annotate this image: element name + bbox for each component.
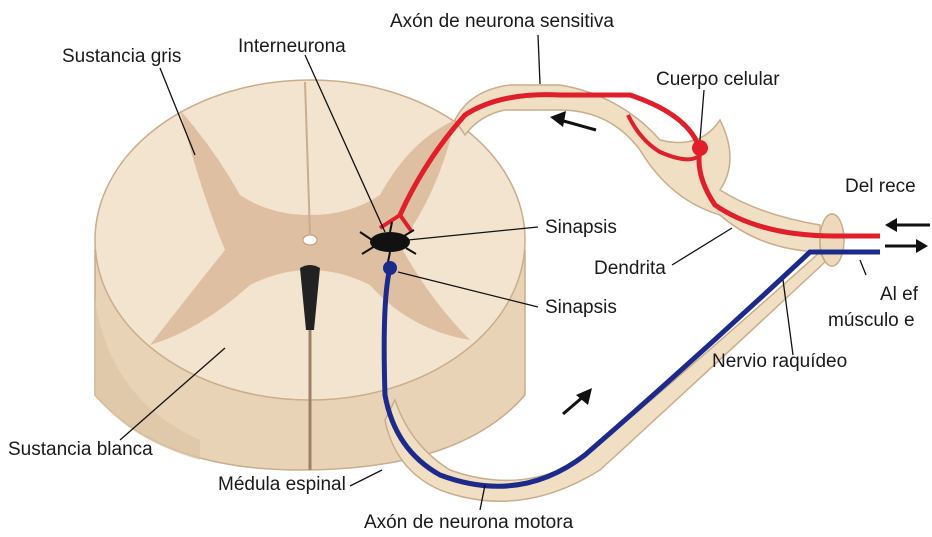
label-medula-espinal: Médula espinal	[218, 475, 346, 494]
label-musculo: músculo e	[828, 311, 915, 330]
cell-body	[692, 140, 708, 156]
label-sustancia-gris: Sustancia gris	[62, 47, 181, 66]
label-al-efector: Al ef	[880, 285, 918, 304]
label-interneurona: Interneurona	[238, 37, 346, 56]
label-sinapsis-top: Sinapsis	[545, 218, 617, 237]
arrow-to-effector-icon	[885, 239, 928, 253]
label-sinapsis-bottom: Sinapsis	[545, 298, 617, 317]
label-nervio-raquideo: Nervio raquídeo	[712, 352, 847, 371]
direction-arrow-motor-icon	[563, 388, 592, 414]
arrow-from-receptor-icon	[885, 218, 930, 232]
label-dendrita: Dendrita	[594, 259, 666, 278]
central-canal	[303, 235, 317, 245]
label-del-receptor: Del rece	[845, 177, 916, 196]
label-axon-motora: Axón de neurona motora	[364, 513, 573, 532]
label-axon-sensitiva: Axón de neurona sensitiva	[390, 12, 614, 31]
label-cuerpo-celular: Cuerpo celular	[656, 70, 780, 89]
label-sustancia-blanca: Sustancia blanca	[8, 440, 153, 459]
nerve-end	[820, 214, 844, 266]
